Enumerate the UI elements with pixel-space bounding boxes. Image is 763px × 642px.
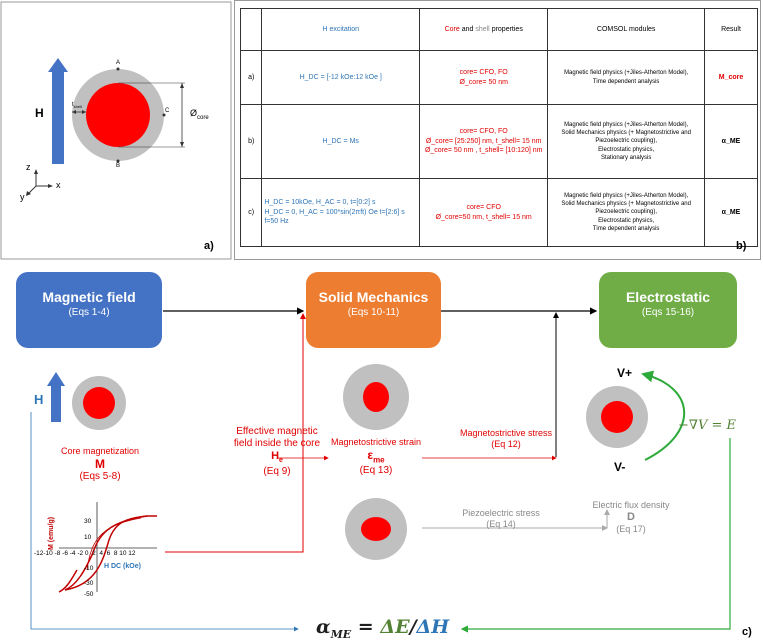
row-result: α_ME [704, 104, 758, 179]
panel-a-h-label: H [35, 106, 44, 120]
axis-y-label: y [20, 192, 25, 202]
hysteresis-inner-curve [86, 517, 142, 571]
core-circle [86, 83, 150, 147]
header-result: Result [704, 8, 758, 51]
point-a-dot [116, 67, 120, 71]
magnetic-field-title: Magnetic field [42, 289, 136, 305]
hysteresis-ytick: 30 [84, 518, 92, 525]
c-h-arrow-head [47, 372, 65, 386]
gradient-equation: −∇V = E [678, 418, 737, 433]
core-magnetization-label: Core magnetization M (Eqs 5-8) [60, 446, 140, 483]
hysteresis-xlabel: H DC (kOe) [104, 563, 141, 570]
simulation-parameters-table: H excitation Core and shell properties C… [239, 8, 758, 247]
shell-thickness-label: tshell [72, 102, 82, 110]
axis-x-label: x [56, 180, 61, 190]
hysteresis-lower-branch [64, 515, 148, 591]
electrostatic-eqs: (Eqs 15-16) [641, 307, 695, 318]
magnetic-field-eqs: (Eqs 1-4) [68, 307, 110, 318]
axis-y-line [27, 185, 37, 195]
hysteresis-tail [58, 569, 78, 593]
v-plus-label: V+ [617, 366, 633, 380]
hysteresis-xticks: -12-10 -8 -6 -4 -2 0 2 4 6 8 10 12 [34, 550, 136, 557]
connector-hysteresis-to-solid [165, 313, 306, 553]
magnetic-field-box: Magnetic field (Eqs 1-4) [16, 272, 162, 348]
table-header-row: H excitation Core and shell properties C… [239, 8, 758, 51]
hysteresis-plot [58, 502, 157, 593]
c-h-label: H [34, 392, 44, 407]
point-a-label: A [116, 60, 121, 66]
row-id: b) [239, 104, 263, 179]
row-result: M_core [704, 50, 758, 105]
point-b-label: B [116, 163, 121, 169]
row-id: a) [239, 50, 263, 105]
electrostatic-box: Electrostatic (Eqs 15-16) [599, 272, 737, 348]
field-arc-arrow [641, 370, 686, 461]
header-comsol: COMSOL modules [547, 8, 706, 51]
row-result: α_ME [704, 178, 758, 247]
hysteresis-ytick: -50 [84, 591, 94, 598]
table-row: a) H_DC = [-12 kOe:12 kOe ] core= CFO, F… [239, 50, 758, 105]
panel-b-frame [234, 0, 761, 260]
hysteresis-ytick: -10 [84, 565, 94, 572]
point-b-dot [116, 159, 120, 163]
electrostatic-title: Electrostatic [625, 289, 711, 305]
c-h-arrow-body [51, 384, 61, 422]
row-modules: Magnetic field physics (+Jiles-Atherton … [547, 50, 706, 105]
header-properties: Core and shell properties [419, 8, 549, 51]
axis-z-label: z [26, 162, 31, 172]
panel-c-connectors [30, 307, 731, 633]
row-modules: Magnetic field physics (+Jiles-Atherton … [547, 178, 706, 247]
solid-mechanics-title: Solid Mechanics [318, 289, 429, 305]
alpha-me-equation: αME = ΔE/ΔH [316, 616, 450, 641]
hysteresis-ytick: 10 [84, 534, 92, 541]
panel-a-frame [0, 1, 232, 260]
particle-electro-core [601, 401, 633, 433]
magnetostrictive-stress-label: Magnetostrictive stress (Eq 12) [459, 428, 553, 449]
effective-field-label: Effective magnetic field inside the core… [233, 426, 321, 477]
electric-flux-label: Electric flux density D (Eq 17) [592, 500, 670, 534]
panel-a: H A B C tshell Øcore z x y a) [0, 0, 232, 262]
header-id [239, 8, 263, 51]
hysteresis-ylabel: M (emu/g) [48, 516, 55, 550]
hysteresis-ytick: -30 [84, 580, 94, 587]
point-c-dot [162, 113, 166, 117]
panel-a-drawing [0, 1, 232, 260]
row-h-excitation: H_DC = [-12 kOe:12 kOe ] [261, 50, 421, 105]
connector-e-to-alpha [460, 438, 731, 633]
point-c-label: C [165, 108, 170, 114]
h-arrow-head [48, 58, 68, 72]
row-id: c) [239, 178, 263, 247]
particle-piezo-core [361, 517, 391, 541]
piezoelectric-stress-label: Piezoelectric stress (Eq 14) [462, 508, 540, 529]
magnetostrictive-strain-label: Magnetostrictive strain εme (Eq 13) [330, 437, 422, 476]
connector-h-to-alpha [30, 412, 299, 632]
particle-strain-core [363, 382, 389, 412]
solid-mechanics-eqs: (Eqs 10-11) [347, 307, 400, 318]
row-modules: Magnetic field physics (+Jiles-Atherton … [547, 104, 706, 179]
panel-a-tag: a) [204, 240, 214, 252]
row-h-excitation: H_DC = Ms [261, 104, 421, 179]
v-minus-label: V- [614, 460, 626, 474]
solid-mechanics-box: Solid Mechanics (Eqs 10-11) [306, 272, 441, 348]
header-h-excitation: H excitation [261, 8, 421, 51]
particle-magnetic-core [83, 387, 115, 419]
core-diameter-label: Øcore [190, 108, 209, 121]
panel-c-tag: c) [742, 626, 752, 638]
panel-b-tag: b) [736, 240, 747, 252]
h-arrow-body [52, 70, 64, 164]
